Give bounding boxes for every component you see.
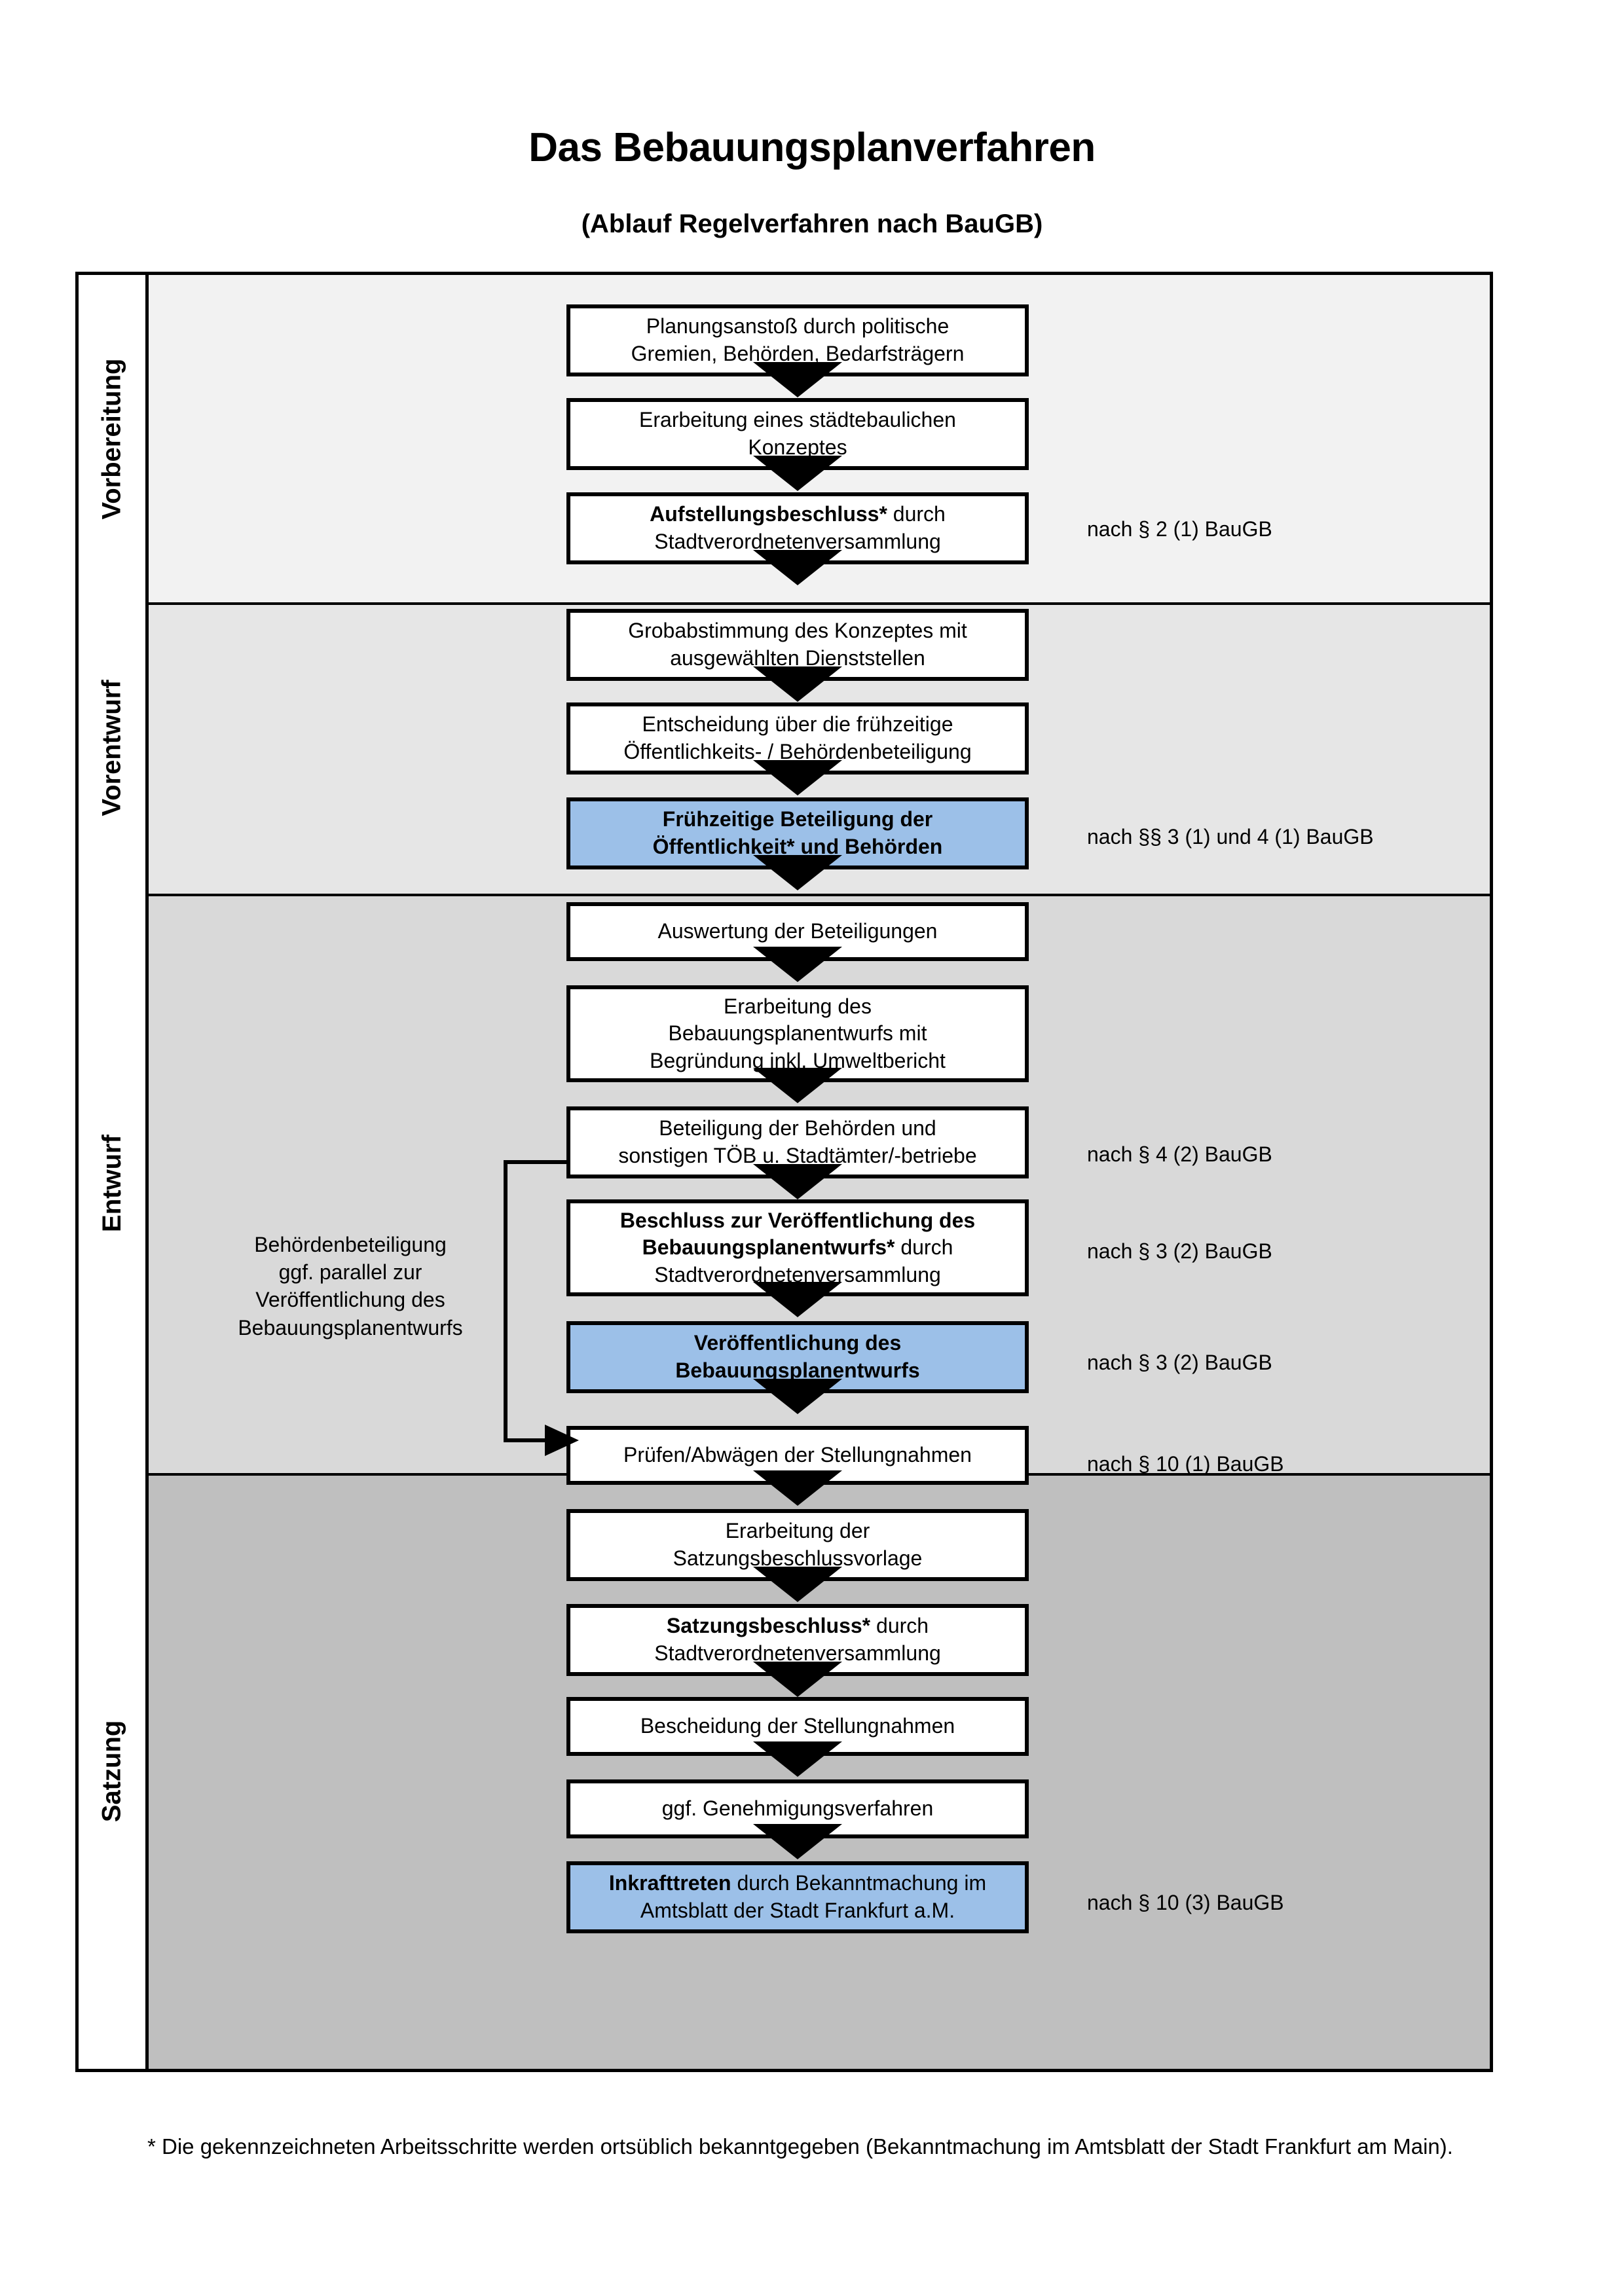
band-separator — [79, 894, 1490, 896]
flow-arrow — [753, 855, 842, 890]
flow-step-rest: durch Bekanntmachung im Amtsblatt der St… — [640, 1871, 987, 1922]
flow-step-line: Bebauungsplanentwurfs mit — [668, 1021, 927, 1046]
legal-ref-ref-3-2-b: nach § 3 (2) BauGB — [1087, 1351, 1272, 1374]
flow-step-line: Erarbeitung des — [724, 994, 872, 1018]
flow-arrow — [753, 1662, 842, 1697]
flow-step-label: Auswertung der Beteiligungen — [658, 918, 938, 945]
flow-step-line: Bebauungsplanentwurfs — [675, 1358, 920, 1382]
flow-step-line: Bescheidung der Stellungnahmen — [640, 1714, 955, 1738]
flow-step-line: Satzungsbeschlussvorlage — [673, 1546, 923, 1570]
flow-step-rest: durch Stadtverordnetenversammlung — [654, 1614, 941, 1665]
flow-step-inkrafttreten[interactable]: Inkrafttreten durch Bekanntmachung im Am… — [566, 1861, 1029, 1933]
flow-step-label: Inkrafttreten durch Bekanntmachung im Am… — [578, 1870, 1017, 1924]
flow-step-line: ggf. Genehmigungsverfahren — [661, 1796, 934, 1821]
sidenote-line: Bebauungsplanentwurfs — [238, 1315, 463, 1339]
flow-step-label: Satzungsbeschluss* durch Stadtverordnete… — [578, 1613, 1017, 1667]
flow-step-line: Öffentlichkeit* und Behörden — [652, 835, 943, 858]
page-subtitle: (Ablauf Regelverfahren nach BauGB) — [581, 210, 1043, 238]
phase-label-text: Vorbereitung — [97, 358, 126, 519]
flow-step-line: Gremien, Behörden, Bedarfsträgern — [631, 342, 965, 365]
phase-label-entwurf: Entwurf — [79, 894, 145, 1473]
flow-step-label: Beschluss zur Veröffentlichung des Bebau… — [578, 1207, 1017, 1289]
sidenote-line: Veröffentlichung des — [255, 1288, 445, 1312]
flow-arrow — [753, 1470, 842, 1506]
legal-ref-ref-4-2: nach § 4 (2) BauGB — [1087, 1142, 1272, 1166]
flow-step-line: Erarbeitung eines städtebaulichen — [639, 408, 956, 432]
phase-label-text: Satzung — [97, 1720, 126, 1822]
flow-step-line: ausgewählten Dienststellen — [670, 646, 925, 670]
flow-step-line: Frühzeitige Beteiligung der — [662, 807, 933, 831]
band-separator — [79, 602, 1490, 605]
flow-step-line: Entscheidung über die frühzeitige — [642, 712, 953, 737]
flow-step-line: Konzeptes — [748, 435, 847, 459]
flow-step-rest: durch Stadtverordnetenversammlung — [654, 502, 946, 553]
flow-step-line: Öffentlichkeits- / Behördenbeteiligung — [623, 740, 972, 763]
flow-arrow — [753, 1741, 842, 1777]
legal-ref-ref-10-1: nach § 10 (1) BauGB — [1087, 1452, 1284, 1476]
flow-step-line: Beteiligung der Behörden und — [659, 1116, 936, 1140]
sidenote-line: Behördenbeteiligung — [254, 1233, 447, 1256]
flow-step-bold: Aufstellungsbeschluss* — [650, 502, 887, 526]
legal-ref-ref-10-3: nach § 10 (3) BauGB — [1087, 1891, 1284, 1914]
phase-label-text: Entwurf — [97, 1135, 126, 1232]
flow-arrow — [753, 1282, 842, 1317]
flow-arrow — [753, 1164, 842, 1199]
flow-step-label: Aufstellungsbeschluss* durch Stadtverord… — [578, 501, 1017, 555]
flow-step-line: sonstigen TÖB u. Stadtämter/-betriebe — [618, 1144, 977, 1167]
flow-step-bold: Inkrafttreten — [608, 1871, 731, 1895]
flow-step-line: Erarbeitung der — [725, 1519, 870, 1543]
flow-step-label: Grobabstimmung des Konzeptes mit ausgewäh… — [628, 617, 967, 672]
flow-step-beschluss-veroeffentlichung[interactable]: Beschluss zur Veröffentlichung des Bebau… — [566, 1199, 1029, 1296]
sidenote-line: ggf. parallel zur — [278, 1260, 422, 1285]
label-gutter-divider — [145, 275, 149, 2069]
flow-step-line: Grobabstimmung des Konzeptes mit — [628, 619, 967, 643]
legal-ref-ref-2-1: nach § 2 (1) BauGB — [1087, 517, 1272, 541]
flow-step-line: Planungsanstoß durch politische — [646, 314, 950, 338]
flow-arrow — [753, 1567, 842, 1602]
flow-step-line: Prüfen/Abwägen der Stellungnahmen — [623, 1443, 972, 1467]
flow-arrow — [753, 666, 842, 702]
flow-step-bold: Beschluss zur Veröffentlichung des Bebau… — [619, 1208, 976, 1260]
phase-label-vorbereitung: Vorbereitung — [79, 275, 145, 602]
flow-arrow — [753, 1824, 842, 1859]
flow-step-label: Prüfen/Abwägen der Stellungnahmen — [623, 1442, 972, 1469]
flow-arrow — [753, 550, 842, 585]
flow-step-bold: Satzungsbeschluss* — [666, 1614, 871, 1638]
flow-step-label: Beteiligung der Behörden und sonstigen TÖ… — [618, 1115, 976, 1169]
phase-label-satzung: Satzung — [79, 1473, 145, 2069]
flow-step-line: Veröffentlichung des — [693, 1331, 902, 1355]
flow-arrow — [753, 947, 842, 982]
flow-arrow — [753, 760, 842, 795]
page-title: Das Bebauungsplanverfahren — [528, 125, 1096, 170]
flow-arrow — [753, 456, 842, 491]
flow-arrow — [753, 1379, 842, 1414]
legal-ref-ref-3-2-a: nach § 3 (2) BauGB — [1087, 1239, 1272, 1263]
flow-step-grobabstimmung[interactable]: Grobabstimmung des Konzeptes mit ausgewäh… — [566, 609, 1029, 681]
flow-arrow — [753, 1068, 842, 1103]
phase-label-text: Vorentwurf — [97, 680, 126, 816]
flow-step-label: ggf. Genehmigungsverfahren — [662, 1795, 933, 1823]
flow-arrow — [753, 362, 842, 397]
footnote: * Die gekennzeichneten Arbeitsschritte w… — [147, 2134, 1453, 2159]
phase-label-vorentwurf: Vorentwurf — [79, 602, 145, 894]
flow-step-line: Auswertung der Beteiligungen — [657, 919, 938, 943]
legal-ref-ref-3-1-4-1: nach §§ 3 (1) und 4 (1) BauGB — [1087, 825, 1374, 848]
flow-step-label: Bescheidung der Stellungnahmen — [640, 1713, 955, 1740]
